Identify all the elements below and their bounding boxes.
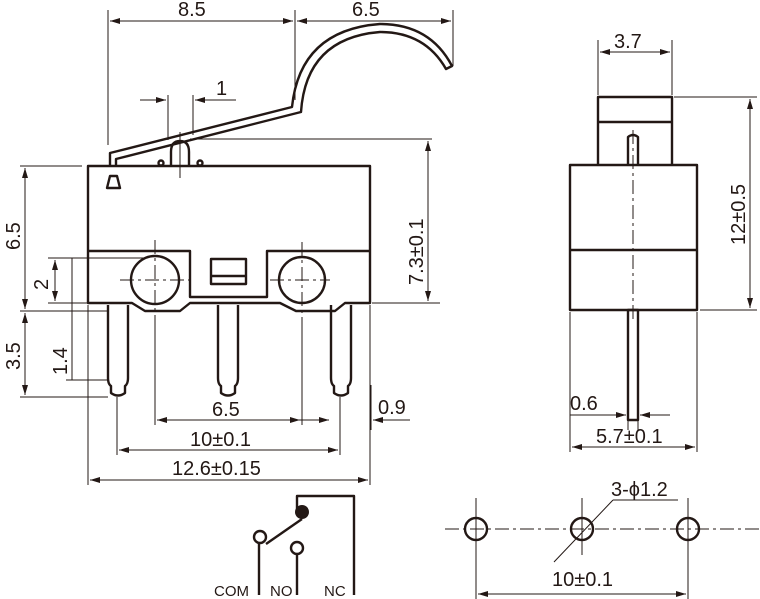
dim-lever-left: 8.5 [178, 0, 206, 21]
side-view: 3.7 12±0.5 0.6 5.7±0.1 [568, 31, 757, 452]
label-no: NO [270, 583, 293, 599]
nc-line [295, 494, 356, 595]
dim-body-length: 12.6±0.15 [172, 458, 261, 480]
pin-no [216, 305, 240, 397]
marker-triangle [105, 174, 122, 190]
dim-plunger: 1 [216, 78, 227, 100]
dim-hole: 3-ϕ1.2 [611, 479, 668, 501]
pcb-layout: 3-ϕ1.2 10±0.1 [445, 479, 760, 599]
body-lower-section [88, 249, 370, 299]
switch-schematic: COM NO NC [214, 494, 356, 599]
pin-nc [329, 305, 353, 397]
dim-body-height: 6.5 [3, 222, 25, 250]
side-top [596, 95, 674, 165]
pin-com [106, 305, 130, 397]
dim-pin-span: 10±0.1 [190, 429, 251, 451]
common-contact-dot [295, 505, 309, 519]
dim-top-width: 3.7 [614, 31, 642, 53]
label-com: COM [214, 583, 249, 599]
dim-lever-right: 6.5 [352, 0, 380, 21]
lever-arm [108, 22, 454, 165]
com-terminal [252, 529, 268, 545]
dim-pin-length: 3.5 [3, 342, 25, 370]
dim-total-height: 7.3±0.1 [406, 218, 428, 285]
label-nc: NC [324, 583, 346, 599]
dim-body-width: 5.7±0.1 [596, 426, 663, 448]
dim-pin-pitch: 6.5 [212, 399, 240, 421]
dim-pin-width: 0.9 [378, 397, 406, 419]
dim-pin-offset: 1.4 [50, 347, 72, 375]
dim-span: 10±0.1 [552, 569, 613, 591]
switch-body [86, 164, 372, 313]
window-rect [209, 257, 248, 286]
dim-height: 12±0.5 [728, 184, 750, 245]
no-terminal [289, 540, 305, 556]
side-pin [626, 308, 640, 422]
dim-hole-height: 2 [31, 279, 53, 290]
front-view: 8.5 6.5 1 6.5 2 3.5 1.4 7.3±0.1 6.5 0.9 … [3, 0, 454, 485]
dim-pin-thickness: 0.6 [570, 393, 598, 415]
